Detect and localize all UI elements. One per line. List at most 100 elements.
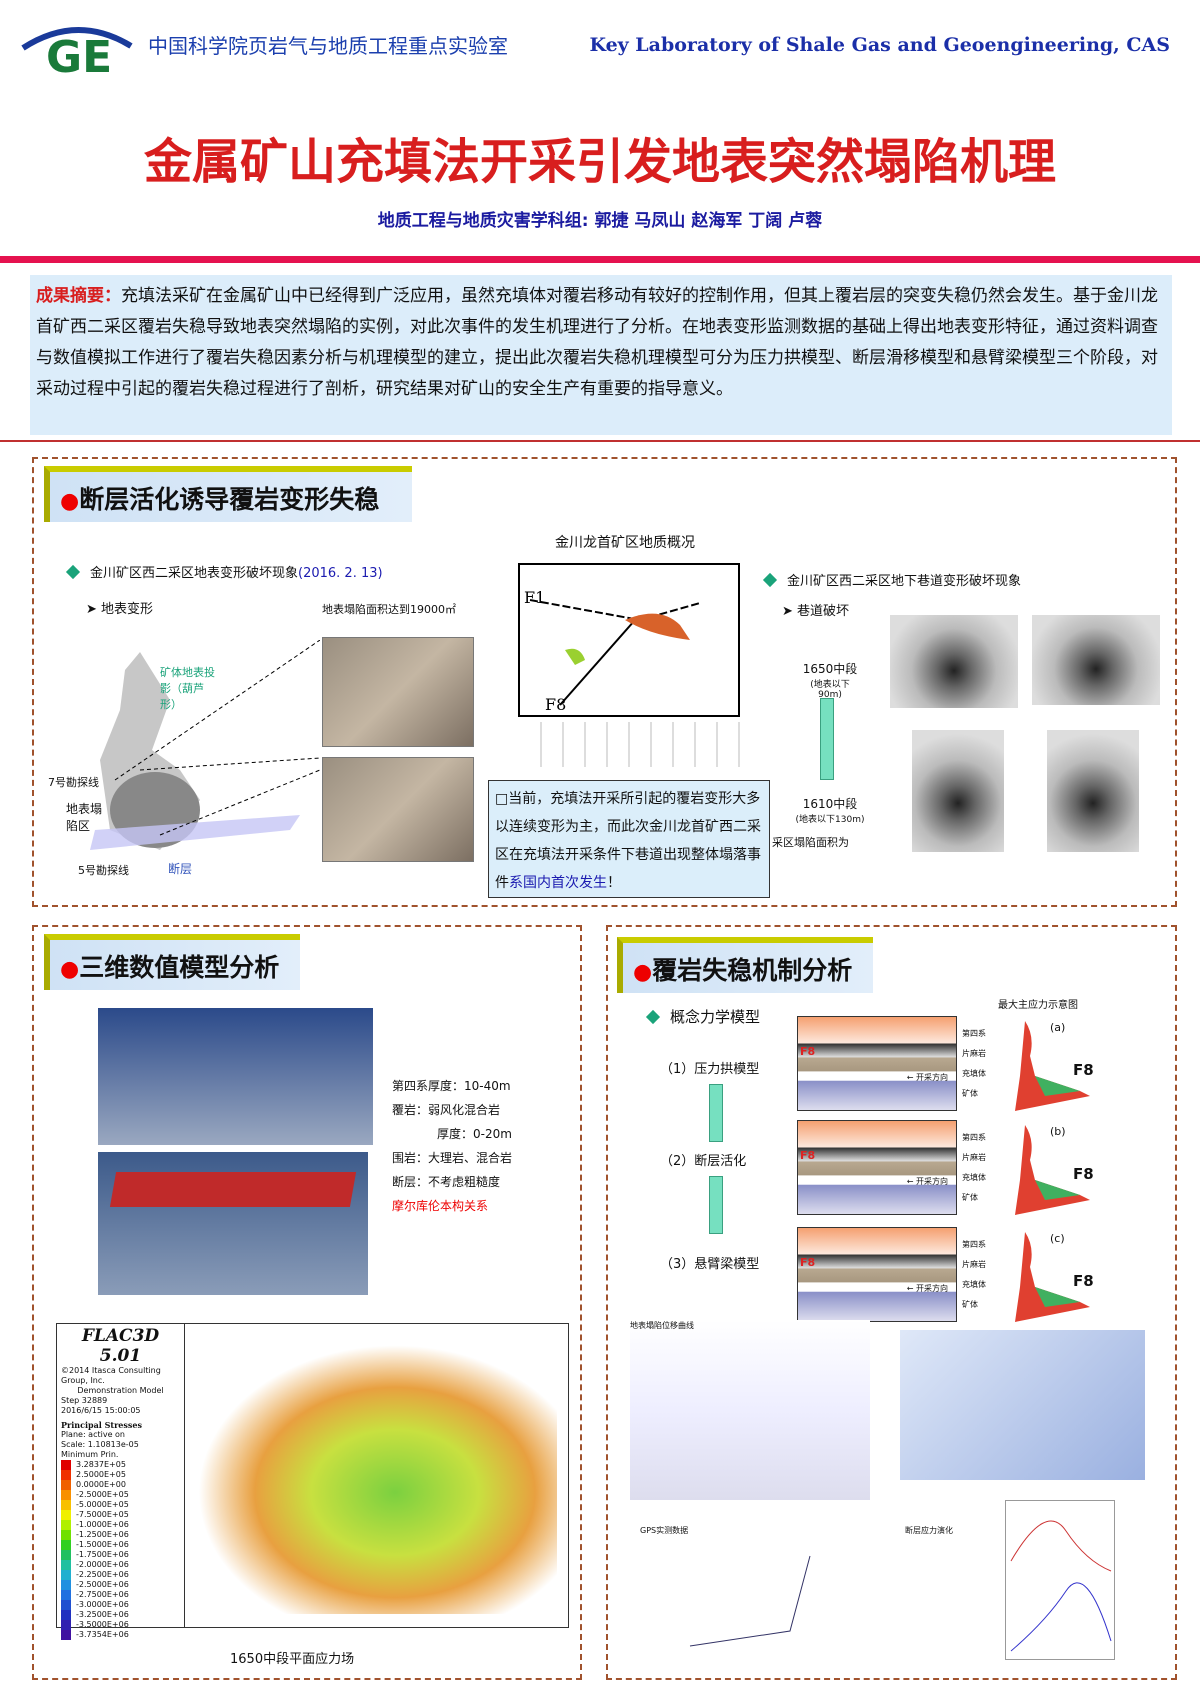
abstract-text: 充填法采矿在金属矿山中已经得到广泛应用，虽然充填体对覆岩移动有较好的控制作用，但…: [36, 286, 1158, 399]
fault-label: F8: [800, 1256, 816, 1269]
fault-label: F8: [800, 1045, 816, 1058]
legend-swatch: [61, 1600, 71, 1610]
tunnel-photo-2: [1032, 615, 1160, 705]
legend-swatch: [61, 1550, 71, 1560]
legend-swatch: [61, 1460, 71, 1470]
prop-item: 第四系厚度：10-40m: [392, 1079, 511, 1093]
prop-item: 围岩：大理岩、混合岩: [392, 1151, 513, 1165]
figure-caption: 1650中段平面应力场: [230, 1652, 355, 1667]
diamond-icon: [762, 572, 778, 588]
abstract: 成果摘要：充填法采矿在金属矿山中已经得到广泛应用，虽然充填体对覆岩移动有较好的控…: [30, 275, 1172, 435]
line5-label: 5号勘探线: [78, 864, 129, 877]
gps-chart: GPS实测数据: [640, 1525, 870, 1665]
divider-bar: [0, 256, 1200, 263]
legend-swatch: [61, 1560, 71, 1570]
down-arrow-icon: [709, 1084, 723, 1142]
legend-entry: -3.7354E+06: [61, 1630, 180, 1640]
model-step: （2）断层活化: [660, 1154, 747, 1169]
legend-entry: -3.0000E+06: [61, 1600, 180, 1610]
legend-entry: -2.2500E+06: [61, 1570, 180, 1580]
legend-swatch: [61, 1510, 71, 1520]
legend-entry: -3.2500E+06: [61, 1610, 180, 1620]
legend-entry: 3.2837E+05: [61, 1460, 180, 1470]
legend-swatch: [61, 1480, 71, 1490]
fault-stress-label: 断层应力演化: [905, 1526, 953, 1535]
legend-entry: -2.7500E+06: [61, 1590, 180, 1600]
authors: 地质工程与地质灾害学科组: 郭捷 马凤山 赵海军 丁阔 卢蓉: [377, 211, 823, 231]
legend-entry: 0.0000E+00: [61, 1480, 180, 1490]
lab-name-cn: 中国科学院页岩气与地质工程重点实验室: [148, 34, 508, 58]
layer-labels: 第四系片麻岩充填体矿体: [962, 1133, 986, 1202]
legend-entry: -1.7500E+06: [61, 1550, 180, 1560]
model-properties: 第四系厚度：10-40m 覆岩：弱风化混合岩 厚度：0-20m 围岩：大理岩、混…: [392, 1074, 512, 1218]
legend-swatch: [61, 1540, 71, 1550]
fault-label: 断层: [168, 862, 193, 876]
legend-swatch: [61, 1610, 71, 1620]
legend-entry: -2.0000E+06: [61, 1560, 180, 1570]
note-box: □当前，充填法开采所引起的覆岩变形大多以连续变形为主，而此次金川龙首矿西二采区在…: [488, 780, 770, 898]
legend-entry: -2.5000E+05: [61, 1490, 180, 1500]
legend-entry: -3.5000E+06: [61, 1620, 180, 1630]
displacement-chart: 地表塌陷位移曲线: [630, 1320, 870, 1500]
tunnel-heading: 金川矿区西二采区地下巷道变形破坏现象: [762, 570, 1021, 589]
legend-swatch: [61, 1470, 71, 1480]
divider-line: [0, 440, 1200, 442]
prop-item: 厚度：0-20m: [437, 1127, 512, 1141]
surface-sub: ➤ 地表变形: [86, 602, 154, 617]
layer-labels: 第四系片麻岩充填体矿体: [962, 1240, 986, 1309]
map-legend: [520, 722, 740, 767]
legend-swatch: [61, 1490, 71, 1500]
collapse-zone-label: 地表塌陷区: [66, 802, 103, 833]
map-f1: F1: [524, 588, 545, 607]
mechanical-model-diagram: F8 ← 开采方向: [797, 1227, 957, 1322]
stress-plot: (a)F8: [1005, 1016, 1095, 1114]
stress-field-plot: [197, 1344, 557, 1614]
legend-swatch: [61, 1500, 71, 1510]
legend-entry: -1.5000E+06: [61, 1540, 180, 1550]
tunnel-photo-4: [1047, 730, 1139, 852]
area-label: 采区塌陷面积为: [772, 836, 849, 849]
section2-title: 三维数值模型分析: [79, 953, 280, 982]
direction-label: ← 开采方向: [906, 1073, 948, 1082]
surface-crack-photo-2: [322, 757, 474, 862]
map-f8: F8: [545, 695, 566, 714]
legend-entry: -1.2500E+06: [61, 1530, 180, 1540]
down-arrow-icon: [820, 698, 834, 780]
model-view-3d: [98, 1008, 373, 1145]
ore-label: 矿体地表投影（葫芦形）: [160, 666, 215, 711]
legend-swatch: [61, 1590, 71, 1600]
model-step: （1）压力拱模型: [660, 1062, 760, 1077]
lab-name-en: Key Laboratory of Shale Gas and Geoengin…: [589, 34, 1170, 56]
direction-label: ← 开采方向: [906, 1284, 948, 1293]
fault-stress-chart: [1005, 1500, 1115, 1660]
flac-title: FLAC3D 5.01: [81, 1326, 160, 1366]
area-note: 地表塌陷面积达到19000㎡: [322, 603, 456, 616]
concept-heading: 概念力学模型: [645, 1006, 760, 1027]
level-1610: 1610中段(地表以下130m): [795, 797, 865, 825]
stress-plot: (b)F8: [1005, 1120, 1095, 1218]
section2-header: ●三维数值模型分析: [44, 934, 300, 990]
tunnel-sub: ➤ 巷道破坏: [782, 604, 850, 619]
legend-entry: 2.5000E+05: [61, 1470, 180, 1480]
diamond-icon: [65, 564, 81, 580]
diamond-icon: [645, 1009, 661, 1025]
legend-entry: -7.5000E+05: [61, 1510, 180, 1520]
svg-text:GE: GE: [46, 32, 112, 78]
lab-logo: GE: [18, 8, 136, 83]
surface-crack-photo-1: [322, 637, 474, 747]
level-1650: 1650中段(地表以下90m): [802, 662, 858, 700]
ore-projection-diagram: [80, 639, 321, 880]
stress-plot: (c)F8: [1005, 1227, 1095, 1325]
section2-panel: [32, 925, 582, 1680]
tunnel-photo-1: [890, 615, 1018, 708]
surface-heading: 金川矿区西二采区地表变形破坏现象(2016. 2. 13): [65, 562, 383, 581]
down-arrow-icon: [709, 1176, 723, 1234]
mechanical-model-diagram: F8 ← 开采方向: [797, 1016, 957, 1111]
legend-entry: -2.5000E+06: [61, 1580, 180, 1590]
legend-swatch: [61, 1530, 71, 1540]
prop-item: 断层：不考虑粗糙度: [392, 1175, 501, 1189]
section1-panel: [32, 457, 1177, 907]
stress-map: [900, 1330, 1145, 1480]
tunnel-photo-3: [912, 730, 1004, 852]
